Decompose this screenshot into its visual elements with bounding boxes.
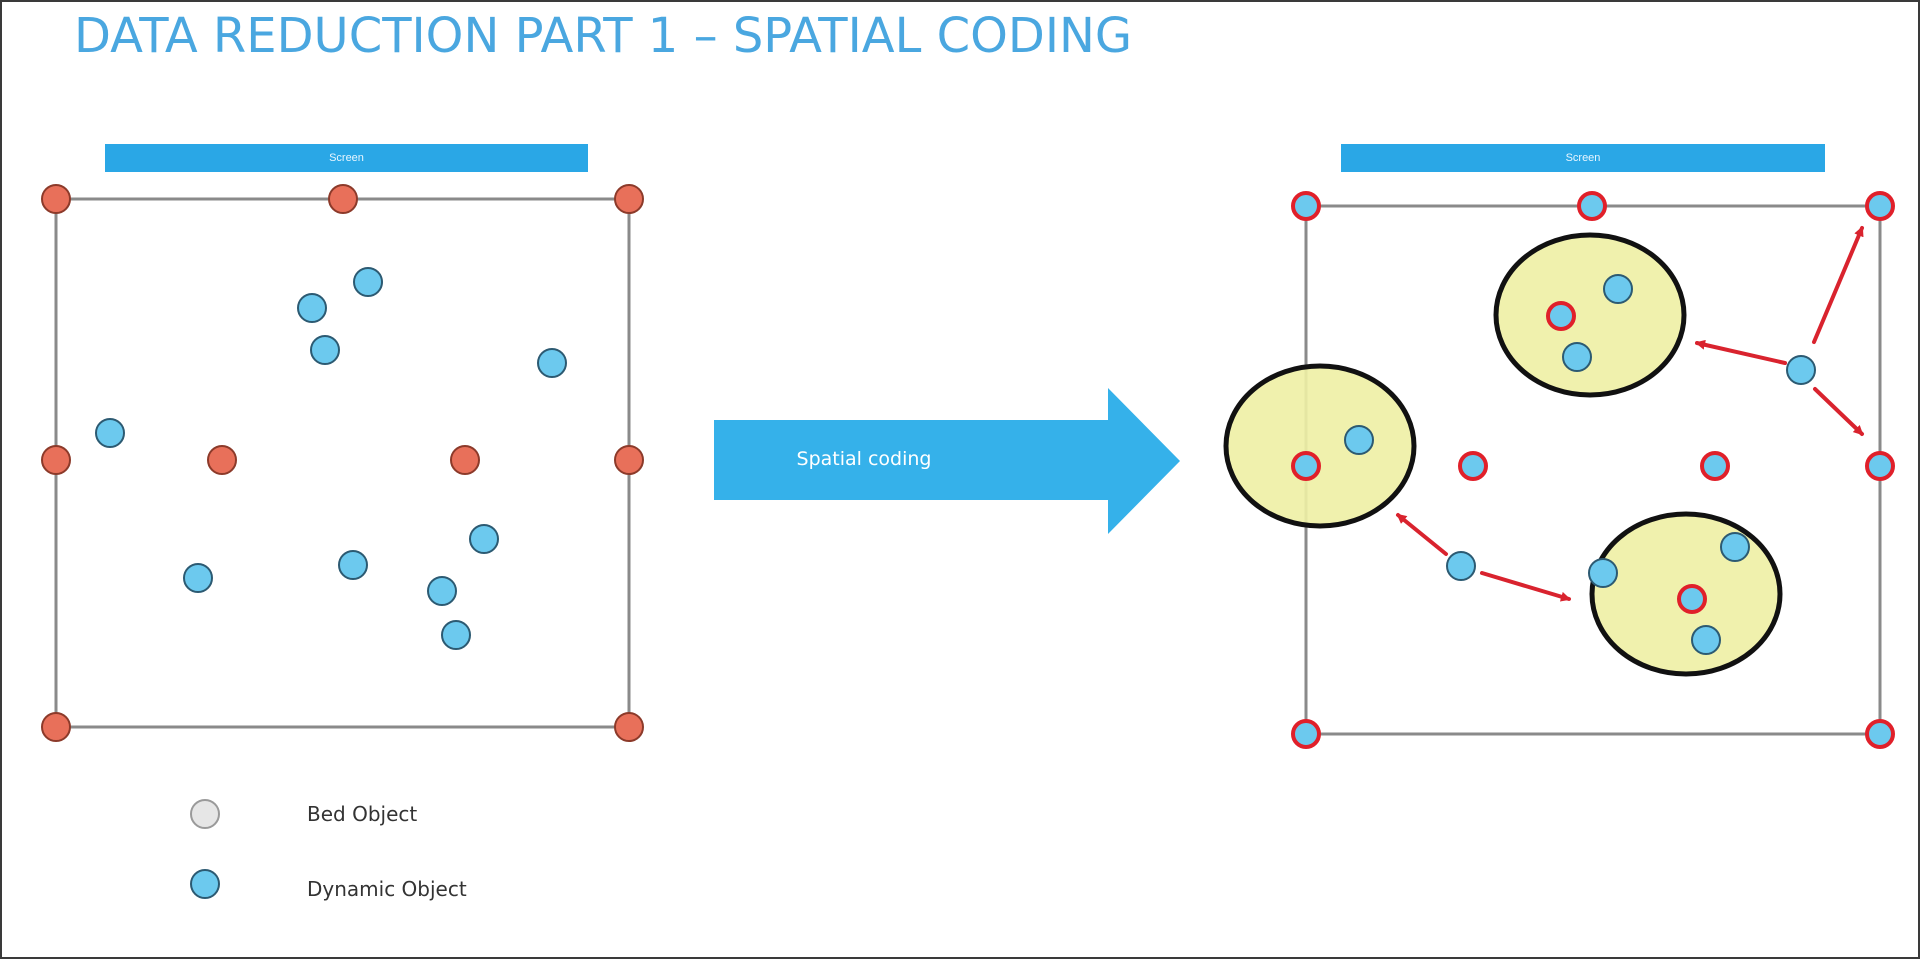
legend-dynamic-object-swatch bbox=[190, 869, 220, 899]
bed-object bbox=[1865, 191, 1895, 221]
spatial-coding-arrow-label: Spatial coding bbox=[796, 448, 932, 470]
bed-object bbox=[41, 712, 71, 742]
bed-object bbox=[1546, 301, 1576, 331]
left-bed-objects bbox=[41, 184, 644, 742]
dynamic-object bbox=[1691, 625, 1721, 655]
bed-object bbox=[614, 445, 644, 475]
motion-arrow bbox=[1396, 513, 1448, 556]
dynamic-object bbox=[1588, 558, 1618, 588]
legend-dynamic-object-label: Dynamic Object bbox=[307, 877, 467, 901]
right-screen-bar: Screen bbox=[1341, 144, 1825, 172]
bed-object bbox=[1577, 191, 1607, 221]
bed-object bbox=[41, 445, 71, 475]
object-cluster-top bbox=[1493, 232, 1687, 398]
right-bed-objects bbox=[1291, 191, 1895, 749]
bed-object bbox=[614, 184, 644, 214]
bed-object bbox=[1700, 451, 1730, 481]
motion-arrow bbox=[1812, 226, 1864, 344]
dynamic-object bbox=[338, 550, 368, 580]
dynamic-object bbox=[353, 267, 383, 297]
bed-object bbox=[207, 445, 237, 475]
bed-object bbox=[450, 445, 480, 475]
motion-arrow bbox=[1813, 387, 1864, 436]
left-panel bbox=[41, 184, 644, 742]
right-dynamic-objects bbox=[1344, 274, 1816, 655]
legend-bed-object-swatch bbox=[190, 799, 220, 829]
dynamic-object bbox=[1562, 342, 1592, 372]
dynamic-object bbox=[1786, 355, 1816, 385]
dynamic-object bbox=[441, 620, 471, 650]
dynamic-object bbox=[427, 576, 457, 606]
spatial-coding-arrow bbox=[714, 388, 1180, 534]
left-screen-bar: Screen bbox=[105, 144, 588, 172]
dynamic-object bbox=[183, 563, 213, 593]
bed-object bbox=[1291, 191, 1321, 221]
dynamic-object bbox=[1603, 274, 1633, 304]
left-dynamic-objects bbox=[95, 267, 567, 650]
dynamic-object bbox=[537, 348, 567, 378]
motion-arrow bbox=[1695, 339, 1787, 365]
bed-object bbox=[1865, 719, 1895, 749]
legend-bed-object-label: Bed Object bbox=[307, 802, 418, 826]
bed-object bbox=[1677, 584, 1707, 614]
dynamic-object bbox=[469, 524, 499, 554]
dynamic-object bbox=[1344, 425, 1374, 455]
dynamic-object bbox=[1446, 551, 1476, 581]
left-room-outline bbox=[54, 197, 631, 729]
slide-title: DATA REDUCTION PART 1 – SPATIAL CODING bbox=[74, 8, 1133, 64]
motion-arrows bbox=[1396, 226, 1864, 602]
bed-object bbox=[1291, 719, 1321, 749]
dynamic-object bbox=[310, 335, 340, 365]
bed-object bbox=[614, 712, 644, 742]
right-panel bbox=[1223, 191, 1895, 749]
object-cluster-left bbox=[1223, 363, 1417, 529]
dynamic-object bbox=[297, 293, 327, 323]
legend bbox=[190, 799, 220, 899]
dynamic-object bbox=[1720, 532, 1750, 562]
bed-object bbox=[328, 184, 358, 214]
bed-object bbox=[1291, 451, 1321, 481]
bed-object bbox=[41, 184, 71, 214]
bed-object bbox=[1458, 451, 1488, 481]
bed-object bbox=[1865, 451, 1895, 481]
motion-arrow bbox=[1480, 571, 1571, 602]
dynamic-object bbox=[95, 418, 125, 448]
